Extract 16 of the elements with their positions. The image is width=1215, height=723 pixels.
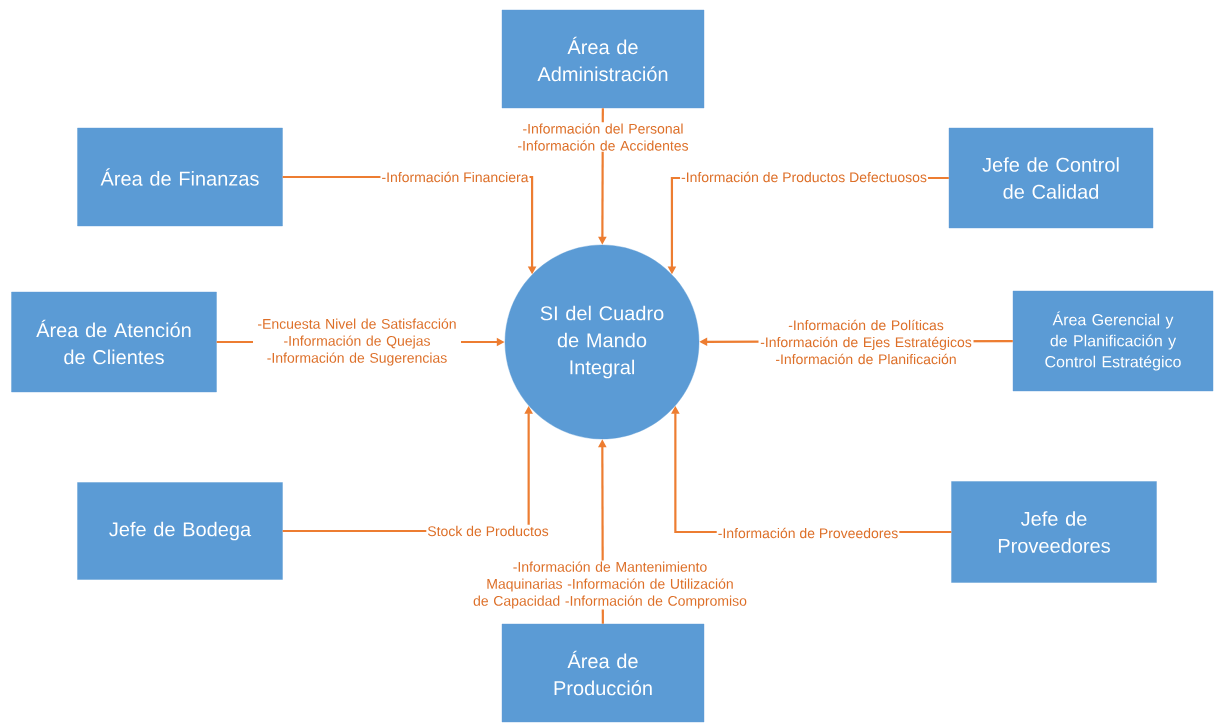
entity-box: Jefe de Bodega	[77, 482, 283, 580]
entity-box: Área de Finanzas	[77, 127, 283, 227]
edge-label: -Información de Mantenimiento Maquinarias -Información de Utilización de Capacidad -Información de Compromiso	[468, 560, 752, 610]
edge-label: -Información Financiera	[380, 170, 530, 184]
entity-box: Área Gerencial y de Planificación y Control Estratégico	[1012, 290, 1214, 392]
entity-box: Área de Administración	[501, 9, 705, 109]
entity-box: Área de Producción	[501, 623, 705, 723]
edge-label: -Información del Personal -Información de Accidentes	[516, 122, 690, 152]
entity-box: Área de Atención de Clientes	[11, 291, 217, 393]
entity-box: Jefe de Control de Calidad	[948, 127, 1154, 229]
edge-label: Stock de Productos	[426, 524, 550, 538]
entity-box: Jefe de Proveedores	[951, 481, 1157, 583]
edge-label: -Información de Productos Defectuosos	[680, 170, 928, 184]
edge-label: -Encuesta Nivel de Satisfacción -Información de Quejas -Información de Sugerencias	[253, 317, 461, 367]
edge-label: -Información de Proveedores	[716, 526, 900, 540]
edge-label: -Información de Políticas -Información de Ejes Estratégicos -Información de Planificación	[758, 318, 974, 366]
